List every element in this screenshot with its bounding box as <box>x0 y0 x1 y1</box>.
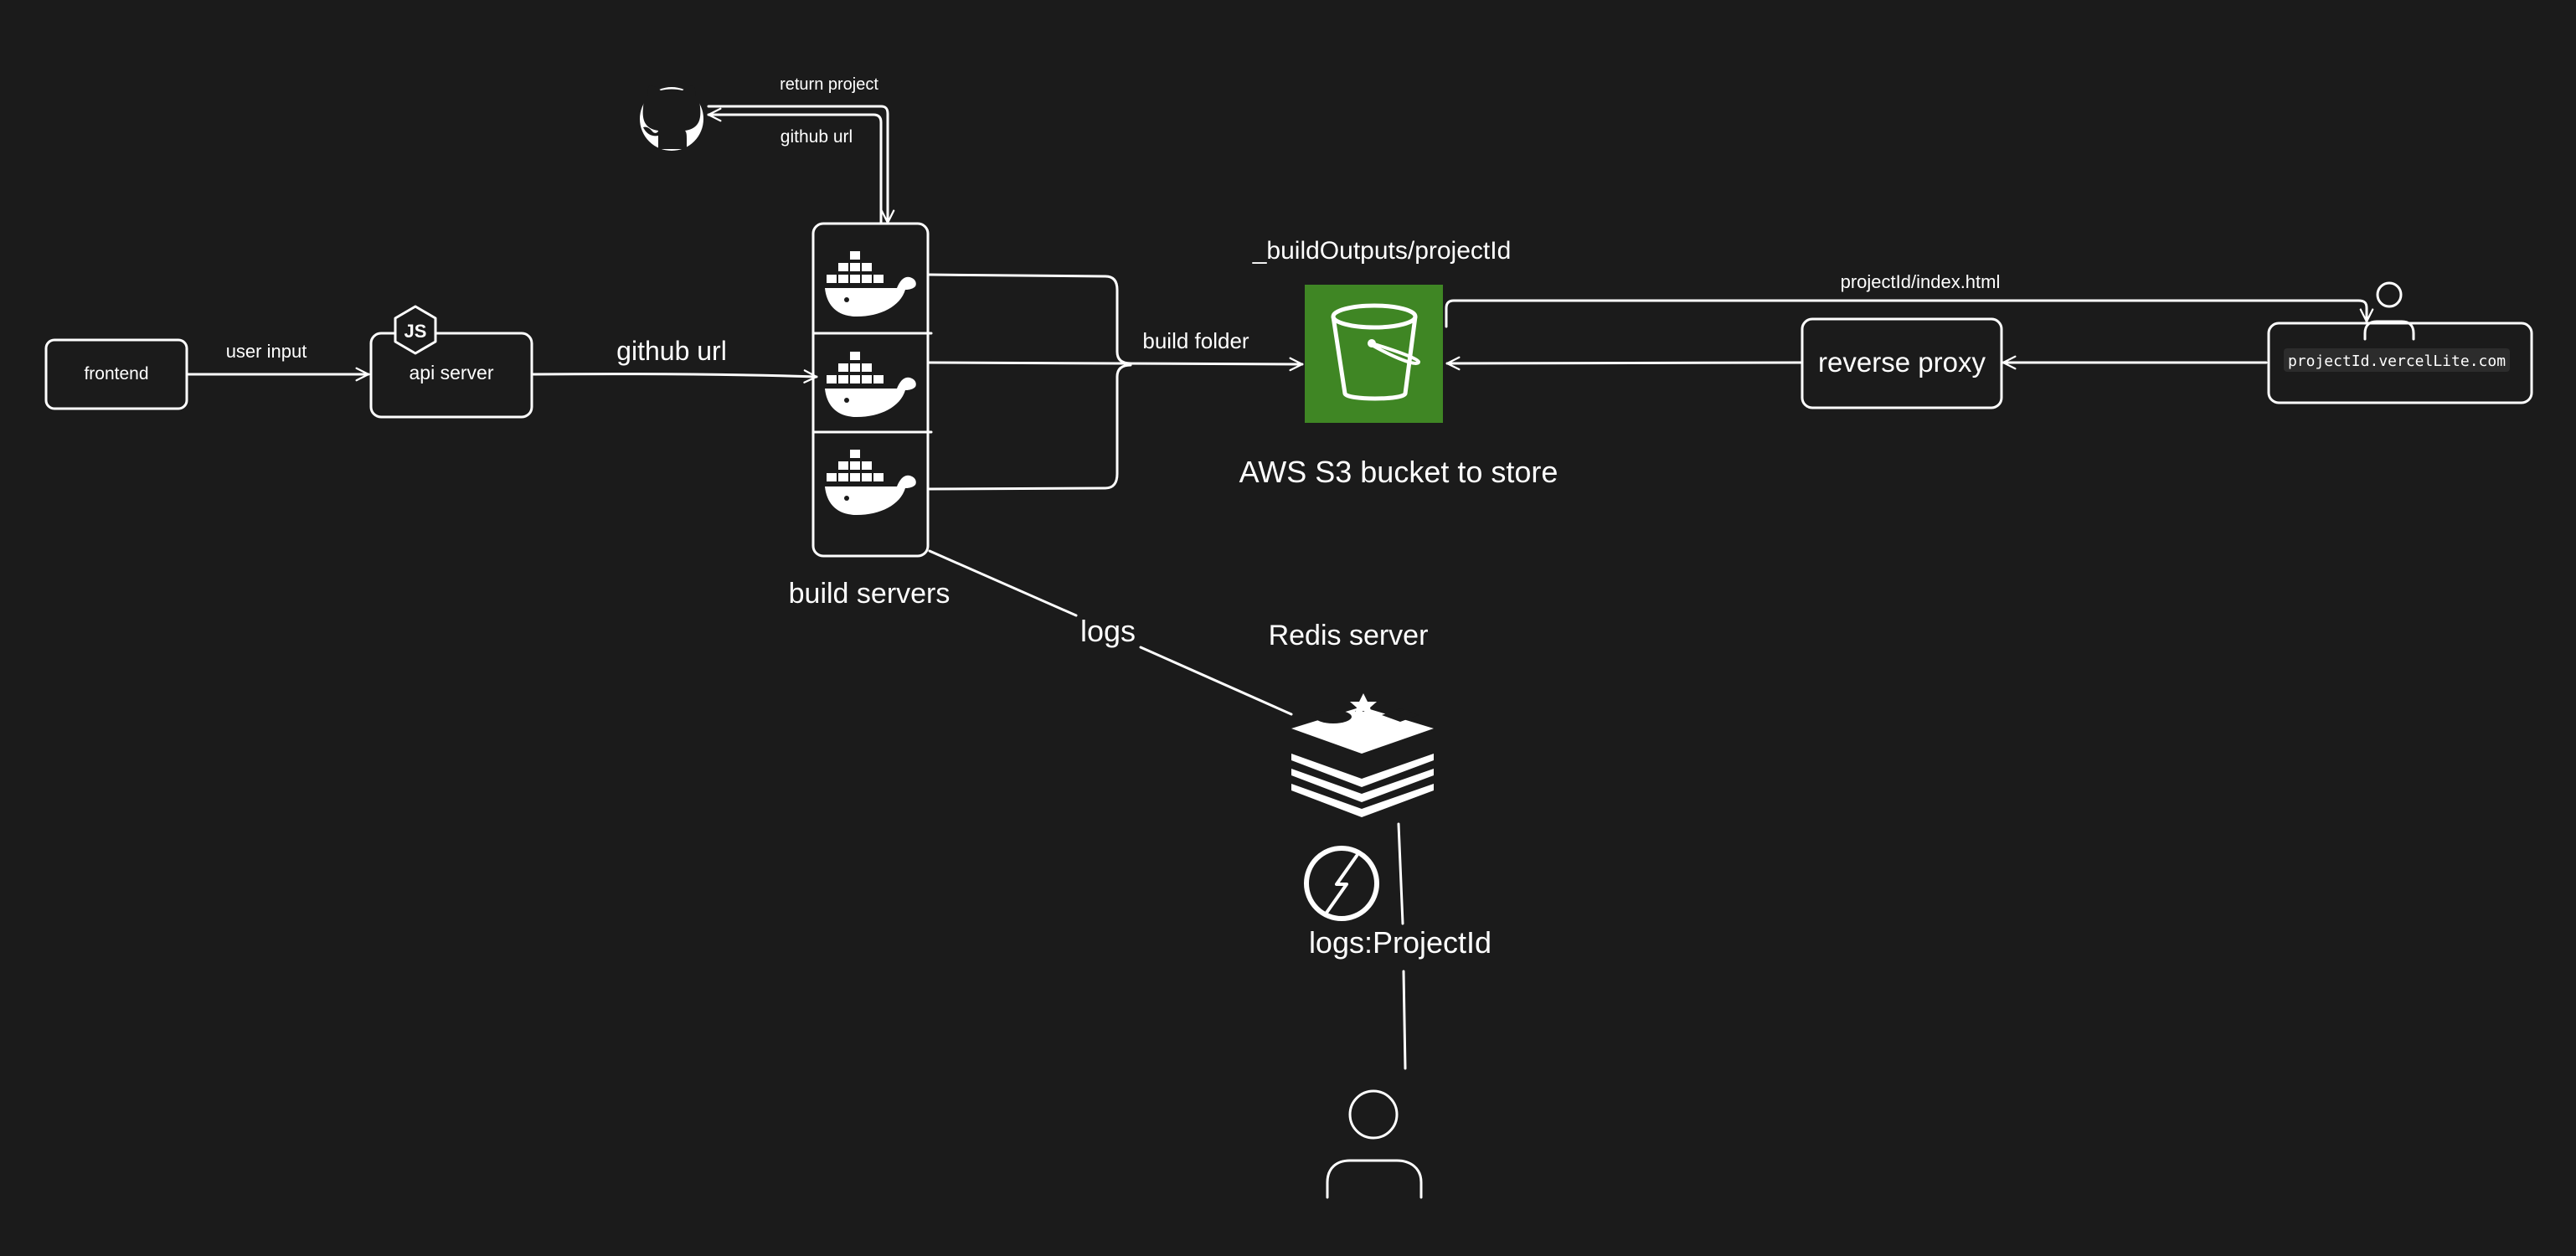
redis-server-label: Redis server <box>1269 620 1429 651</box>
github-url-small-label: github url <box>781 127 853 147</box>
logs-label: logs <box>1080 614 1136 648</box>
redis-node: Redis server <box>1269 620 1434 817</box>
s3-caption-label: AWS S3 bucket to store <box>1239 455 1558 489</box>
redis-star-icon <box>1350 693 1377 717</box>
user-input-label: user input <box>226 341 307 362</box>
frontend-label: frontend <box>84 364 148 383</box>
edge-build-folder <box>928 273 1304 491</box>
s3-bucket-icon <box>1305 285 1443 423</box>
api-server-label: api server <box>410 362 494 383</box>
docker-icon <box>825 352 916 417</box>
return-project-label: return project <box>780 75 878 94</box>
domain-code-chip <box>2284 348 2510 372</box>
reverse-proxy-box <box>1801 317 2003 409</box>
edge-logs-project-a <box>1397 822 1404 925</box>
user-domain-box <box>2267 322 2533 404</box>
reverse-proxy-label: reverse proxy <box>1818 347 1986 378</box>
build-servers-node: build servers <box>789 222 951 610</box>
redis-icon <box>1291 702 1434 817</box>
s3-path-label: _buildOutputs/projectId <box>1252 237 1512 265</box>
user-domain-node: projectId.vercelLite.com <box>2267 281 2533 404</box>
edge-github-url <box>532 369 818 383</box>
edge-project-index <box>1445 299 2374 328</box>
api-server-node: api server JS <box>369 305 533 419</box>
reverse-proxy-node: reverse proxy <box>1801 317 2003 409</box>
logs-project-label: logs:ProjectId <box>1309 925 1492 960</box>
nodejs-icon: JS <box>394 305 437 355</box>
frontend-node: frontend <box>44 338 188 410</box>
github-icon <box>640 85 703 151</box>
user-domain-label: projectId.vercelLite.com <box>2288 353 2506 370</box>
edge-github-url-clone <box>707 107 883 224</box>
docker-icon <box>825 251 916 317</box>
user-icon <box>2363 281 2415 341</box>
user-icon <box>1326 1089 1423 1199</box>
socketio-icon <box>1304 846 1379 921</box>
build-servers-label: build servers <box>789 578 951 610</box>
build-servers-box <box>811 222 930 558</box>
project-index-label: projectId/index.html <box>1841 271 2001 292</box>
edge-logs-b <box>1139 646 1293 716</box>
api-server-box <box>369 332 533 419</box>
svg-text:JS: JS <box>404 321 427 342</box>
edge-logs-a <box>928 549 1078 617</box>
github-url-label: github url <box>616 336 727 366</box>
s3-node: _buildOutputs/projectId AWS S3 bucket to… <box>1239 237 1558 489</box>
build-folder-label: build folder <box>1142 328 1249 353</box>
frontend-box <box>44 338 188 410</box>
docker-icon <box>825 450 916 515</box>
edge-logs-project-b <box>1402 970 1407 1070</box>
edge-return-project <box>707 105 895 224</box>
